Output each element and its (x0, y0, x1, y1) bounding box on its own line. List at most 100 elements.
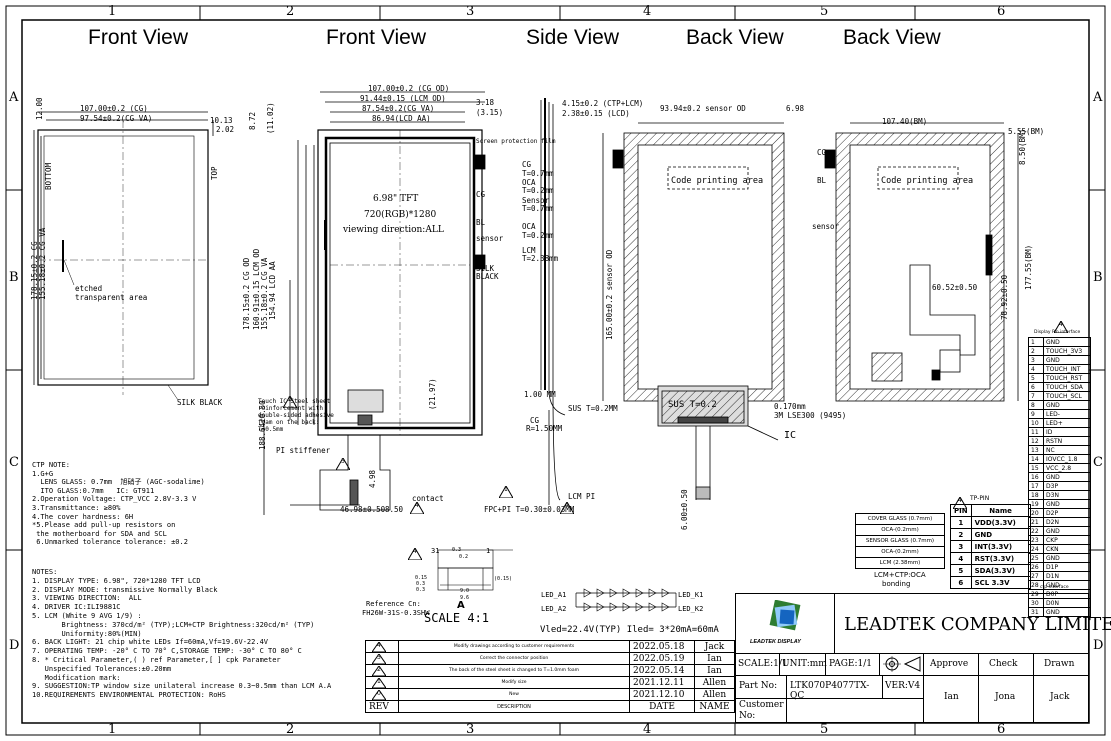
title-block-scale: SCALE:1/1 (735, 653, 788, 676)
back-view-1-drawing (602, 122, 785, 500)
led-diode-icon (609, 588, 618, 598)
led-diode-icon (661, 588, 670, 598)
revision-mark: 2 (365, 664, 399, 677)
pin-number: 10 (1028, 418, 1044, 428)
side-cg-t: T=0.7mm (522, 169, 554, 178)
connector-detail-drawing (437, 549, 513, 591)
led-diode-icon (635, 588, 644, 598)
front1-dim-r2: 2.02 (216, 125, 235, 134)
rev-mark-4b: 4 (559, 499, 575, 515)
tp-pin-number: 5 (950, 564, 972, 577)
pin-table-rev-mark: 4 (1053, 318, 1069, 334)
title-block-company: LEADTEK COMPANY LIMITED (834, 593, 1111, 654)
front2-cg: CG (476, 190, 486, 199)
tp-header-name: Name (970, 504, 1031, 517)
pin-number: 9 (1028, 409, 1044, 419)
front2-dim-l2: (11.02) (266, 102, 275, 134)
pin-name: D1N (1043, 571, 1091, 581)
back1-tape1: 0.170mm (774, 402, 806, 411)
led-diode-icon (583, 602, 592, 612)
grid-row-c-right: C (1093, 455, 1103, 470)
tp-pin-number: 6 (950, 576, 972, 589)
front1-etched: etched (75, 284, 103, 293)
title-block-drawn: Drawn (1033, 653, 1089, 676)
front1-top-label: TOP (210, 166, 219, 180)
revision-mark: 1 (365, 676, 399, 689)
grid-col-5-bottom: 5 (820, 722, 829, 737)
rev-header-description: DESCRIPTION (398, 700, 630, 713)
side-cg: CG (522, 160, 532, 169)
connector-rev-mark: 4 (407, 545, 423, 561)
revision-date: 2022.05.14 (629, 664, 695, 677)
pin-number: 20 (1028, 508, 1044, 518)
pin-number: 18 (1028, 490, 1044, 500)
pin-name: TOUCH_3V3 (1043, 346, 1091, 356)
grid-col-4-bottom: 4 (643, 722, 652, 737)
front2-sensor: sensor (476, 234, 504, 243)
tp-pin-name: SDA(3.3V) (970, 564, 1031, 577)
led-diode-icon (622, 588, 631, 598)
grid-row-b: B (9, 270, 19, 285)
led-diode-icon (622, 602, 631, 612)
back2-cg: CG (817, 148, 827, 157)
front2-panel-res: 720(RGB)*1280 (364, 210, 437, 220)
front2-dim-r2: (3.15) (476, 108, 504, 117)
grid-row-d: D (9, 638, 20, 653)
company-name: LEADTEK COMPANY LIMITED (844, 614, 1111, 635)
pin-name: D1P (1043, 562, 1091, 572)
rev-mark-1: 1 (498, 483, 514, 499)
revision-number: 0 (377, 690, 381, 697)
grid-col-6-bottom: 6 (997, 722, 1006, 737)
pin-number: 21 (1028, 517, 1044, 527)
pin-number: 24 (1028, 544, 1044, 554)
grid-col-1: 1 (108, 4, 117, 19)
front2-silk: SILK (476, 264, 495, 273)
front2-dim-r1: 3.18 (476, 98, 495, 107)
pin-name: CKN (1043, 544, 1091, 554)
connector-dim-c: 0.15 (415, 575, 428, 581)
pin-name: LED- (1043, 409, 1091, 419)
rev-mark-3: 3 (335, 455, 351, 471)
back2-dim-h: 177.55(BM) (1024, 244, 1033, 290)
title-block-projection (879, 653, 924, 676)
front-view-1-drawing (33, 111, 214, 401)
led-diode-icon (661, 602, 670, 612)
front1-bottom-label: BOTTOM (44, 162, 53, 190)
led-diode-icon (596, 602, 605, 612)
led-diode-icon (609, 602, 618, 612)
revision-number: 3 (377, 654, 381, 661)
pin-table-title: Display Pin interface (1034, 330, 1081, 335)
logo-text: LEADTEK DISPLAY (750, 639, 801, 645)
projection-symbol-icon (883, 656, 921, 672)
stack-layer: SENSOR GLASS (0.7mm) (855, 535, 945, 547)
grid-col-4: 4 (643, 4, 652, 19)
revision-description: Modify drawings according to customer re… (398, 640, 630, 653)
pin-number: 4 (1028, 364, 1044, 374)
front1-dim-l1: 12.00 (35, 97, 44, 120)
tp-pin-name: GND (970, 528, 1031, 541)
revision-number: 4 (377, 642, 381, 649)
stack-table: COVER GLASS (0.7mm)OCA-(0.2mm)SENSOR GLA… (855, 513, 945, 569)
led-a1: LED_A1 (541, 591, 567, 599)
revision-name: Allen (694, 676, 735, 689)
grid-row-d-right: D (1093, 638, 1104, 653)
revision-name: Ian (694, 664, 735, 677)
pin-number: 26 (1028, 562, 1044, 572)
pin-name: TOUCH_SDA (1043, 382, 1091, 392)
pin-number: 19 (1028, 499, 1044, 509)
pin-name: IOVCC_1.8 (1043, 454, 1091, 464)
revision-description: Modify size (398, 676, 630, 689)
